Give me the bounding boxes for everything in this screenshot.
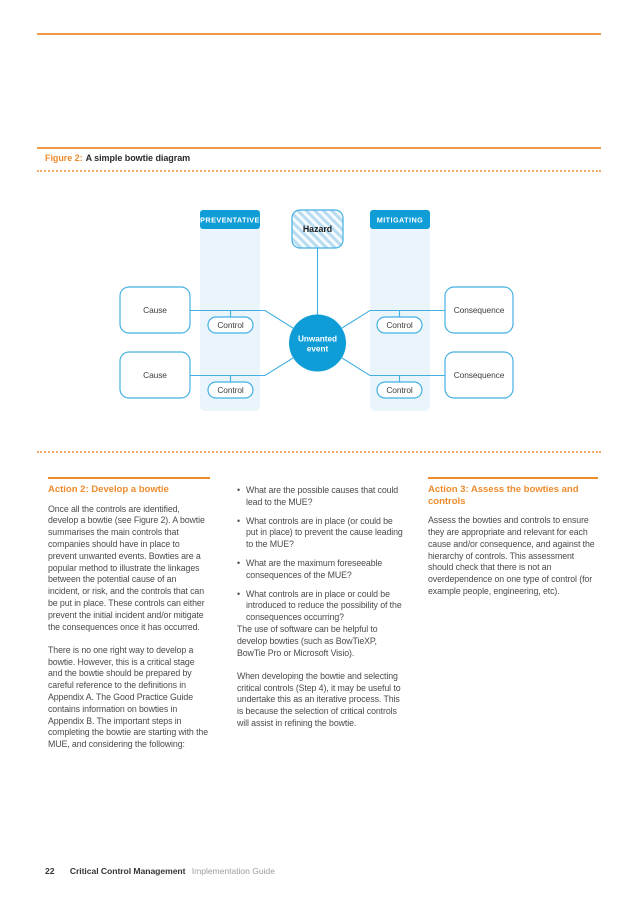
control-right-bottom-label: Control	[386, 385, 413, 395]
bullet-item: • What controls are in place or could be…	[237, 589, 403, 624]
footer-document-title: Critical Control Management	[69, 866, 186, 876]
bullet-text: What controls are in place or could be i…	[246, 588, 402, 623]
preventative-header: PREVENTATIVE	[200, 210, 260, 229]
bullet-item: • What are the possible causes that coul…	[237, 485, 403, 509]
mitigating-label: MITIGATING	[377, 216, 423, 225]
bullet-icon: •	[237, 485, 240, 495]
consequence-bottom-connector-line	[341, 357, 445, 377]
hazard-label: Hazard	[303, 224, 332, 234]
middle-paragraph-1: The use of software can be helpful to de…	[237, 623, 378, 658]
bullet-icon: •	[237, 515, 240, 526]
figure-label: Figure 2:	[45, 153, 83, 163]
consequence-top-label: Consequence	[454, 305, 505, 315]
preventative-header-box	[200, 210, 260, 229]
hazard-node: Hazard	[291, 209, 344, 249]
cause-node-top: Cause	[119, 286, 191, 334]
bullet-text: What are the possible causes that could …	[246, 485, 399, 507]
preventative-label: PREVENTATIVE	[200, 216, 260, 225]
consequence-bottom-box	[444, 351, 514, 399]
bullet-item: • What controls are in place (or could b…	[237, 516, 403, 551]
bowtie-diagram: PREVENTATIVE MITIGATING Hazard Cause	[85, 195, 545, 425]
control-node-left-top: Control	[207, 316, 254, 334]
figure-title: A simple bowtie diagram	[85, 153, 191, 163]
middle-paragraph-2: When developing the bowtie and selecting…	[237, 670, 401, 729]
mitigating-header: MITIGATING	[370, 210, 430, 229]
control-right-top-label: Control	[386, 320, 413, 330]
mitigating-header-box	[370, 210, 430, 229]
control-right-top-box	[376, 316, 423, 334]
page-footer: 22 Critical Control Management Implement…	[45, 866, 275, 876]
action-2-paragraph-1: Once all the controls are identified, de…	[48, 503, 205, 632]
unwanted-event-label-line1: Unwanted	[298, 335, 337, 344]
cause-top-connector-line	[190, 309, 294, 329]
control-node-right-bottom: Control	[376, 381, 423, 399]
figure-caption-dotted-rule	[37, 170, 601, 172]
control-node-right-top: Control	[376, 316, 423, 334]
cause-bottom-connector-line	[190, 357, 294, 377]
figure-section-rule	[37, 147, 601, 149]
footer-document-subtitle: Implementation Guide	[191, 866, 275, 876]
cause-bottom-box	[119, 351, 191, 399]
hazard-box	[291, 209, 344, 249]
bullet-item: • What are the maximum foreseeable conse…	[237, 558, 403, 582]
bullet-text: What are the maximum foreseeable consequ…	[246, 557, 383, 580]
column-middle: • What are the possible causes that coul…	[237, 485, 403, 741]
unwanted-event-circle	[289, 314, 346, 372]
control-left-bottom-box	[207, 381, 254, 399]
control-left-top-label: Control	[217, 320, 244, 330]
control-left-bottom-label: Control	[217, 385, 244, 395]
unwanted-event-node: Unwanted event	[289, 314, 346, 372]
column-action-2: Action 2: Develop a bowtie Once all the …	[48, 477, 210, 763]
action-3-paragraph-1: Assess the bowties and controls to ensur…	[428, 515, 595, 596]
bowtie-diagram-svg: PREVENTATIVE MITIGATING Hazard Cause	[119, 209, 514, 411]
bullet-icon: •	[237, 557, 240, 568]
section-dotted-rule	[37, 451, 601, 453]
consequence-node-top: Consequence	[444, 286, 514, 334]
unwanted-event-label-line2: event	[307, 345, 329, 354]
bullet-text: What controls are in place (or could be …	[246, 515, 403, 550]
action-3-rule	[428, 477, 598, 479]
action-2-paragraph-2: There is no one right way to develop a b…	[48, 644, 208, 750]
page-number: 22	[45, 866, 55, 876]
consequence-top-connector-line	[341, 309, 445, 329]
action-2-rule	[48, 477, 210, 479]
control-right-bottom-box	[376, 381, 423, 399]
cause-node-bottom: Cause	[119, 351, 191, 399]
bullet-icon: •	[237, 588, 240, 599]
action-3-heading: Action 3: Assess the bowties and control…	[428, 484, 579, 507]
column-action-3: Action 3: Assess the bowties and control…	[428, 477, 598, 609]
consequence-bottom-label: Consequence	[454, 370, 505, 380]
figure-caption: Figure 2:A simple bowtie diagram	[45, 153, 190, 163]
cause-top-label: Cause	[143, 305, 167, 315]
control-stub-lines	[229, 310, 401, 382]
cause-bottom-label: Cause	[143, 370, 167, 380]
consequence-node-bottom: Consequence	[444, 351, 514, 399]
action-2-heading: Action 2: Develop a bowtie	[48, 484, 169, 495]
consequence-top-box	[444, 286, 514, 334]
control-node-left-bottom: Control	[207, 381, 254, 399]
top-rule	[37, 33, 601, 35]
cause-top-box	[119, 286, 191, 334]
control-left-top-box	[207, 316, 254, 334]
